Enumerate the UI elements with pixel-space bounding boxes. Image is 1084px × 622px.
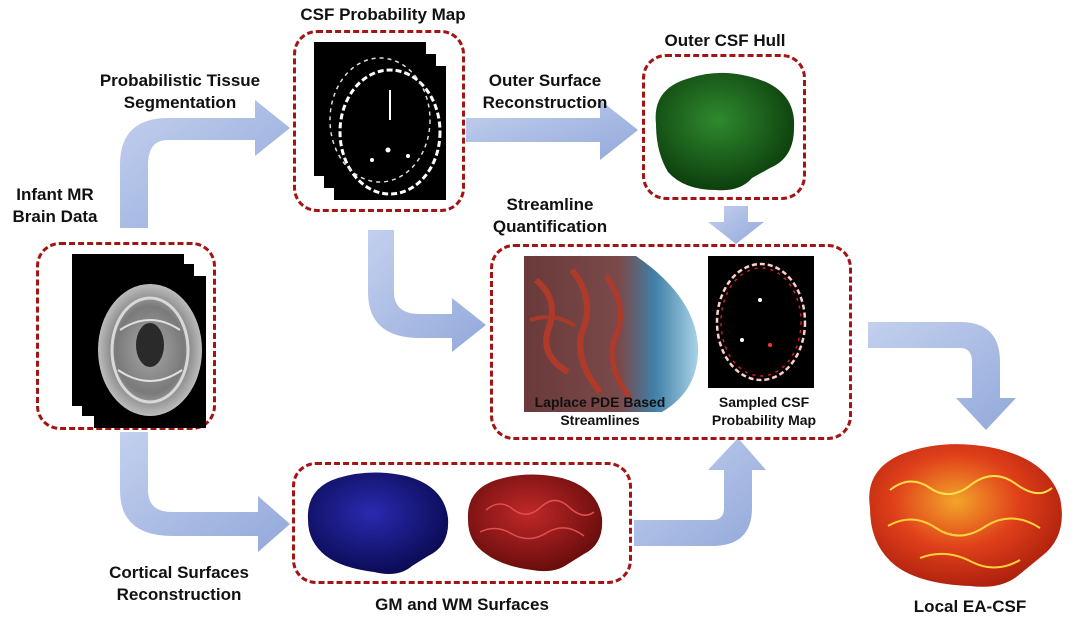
cortical-surfaces-label-line2: Reconstruction [116,585,242,604]
local-ea-csf-label: Local EA-CSF [913,597,1027,616]
infant-mr-label-line2: Brain Data [12,207,98,226]
csf-hull-box [642,54,806,200]
streamline-label-line1: Streamline [506,195,594,214]
arrow-surfaces-to-streamline [634,438,766,546]
segmentation-label-line2: Segmentation [123,93,237,112]
csf-hull-brain-icon [655,72,795,191]
gm-surface-brain-icon [307,472,449,574]
laplace-label-line2: Streamlines [560,412,640,428]
gm-wm-surfaces-label: GM and WM Surfaces [375,595,549,614]
ea-csf-brain-icon [869,444,1062,587]
csf-map-box [293,30,465,212]
arrow-cortical-surfaces [120,432,290,552]
outer-surface-label-line2: Reconstruction [482,93,608,112]
segmentation-label-line1: Probabilistic Tissue [99,71,261,90]
surfaces-box [292,462,632,584]
wm-surface-brain-icon [467,474,603,572]
sampled-csf-map-icon [708,256,814,388]
streamlines-image-icon [524,256,699,412]
mr-data-box [36,242,216,430]
laplace-label-line1: Laplace PDE Based [534,394,666,410]
streamline-label-line2: Quantification [492,217,608,236]
arrow-to-ea-csf [868,322,1016,430]
outer-csf-hull-label: Outer CSF Hull [664,31,786,50]
arrow-segmentation [120,100,290,228]
sampled-csf-label-line2: Probability Map [711,412,817,428]
csf-probability-map-label: CSF Probability Map [300,5,466,24]
csf-map-stack-icon [314,42,446,200]
sampled-csf-label-line1: Sampled CSF [718,394,810,410]
outer-surface-label-line1: Outer Surface [488,71,602,90]
cortical-surfaces-label-line1: Cortical Surfaces [109,563,249,582]
arrow-hull-down [708,206,764,244]
arrow-outer-surface [466,100,638,160]
mri-slice-stack-icon [72,254,206,428]
streamline-box [490,244,852,440]
infant-mr-label-line1: Infant MR [16,185,94,204]
arrow-csf-to-streamline [368,230,486,352]
